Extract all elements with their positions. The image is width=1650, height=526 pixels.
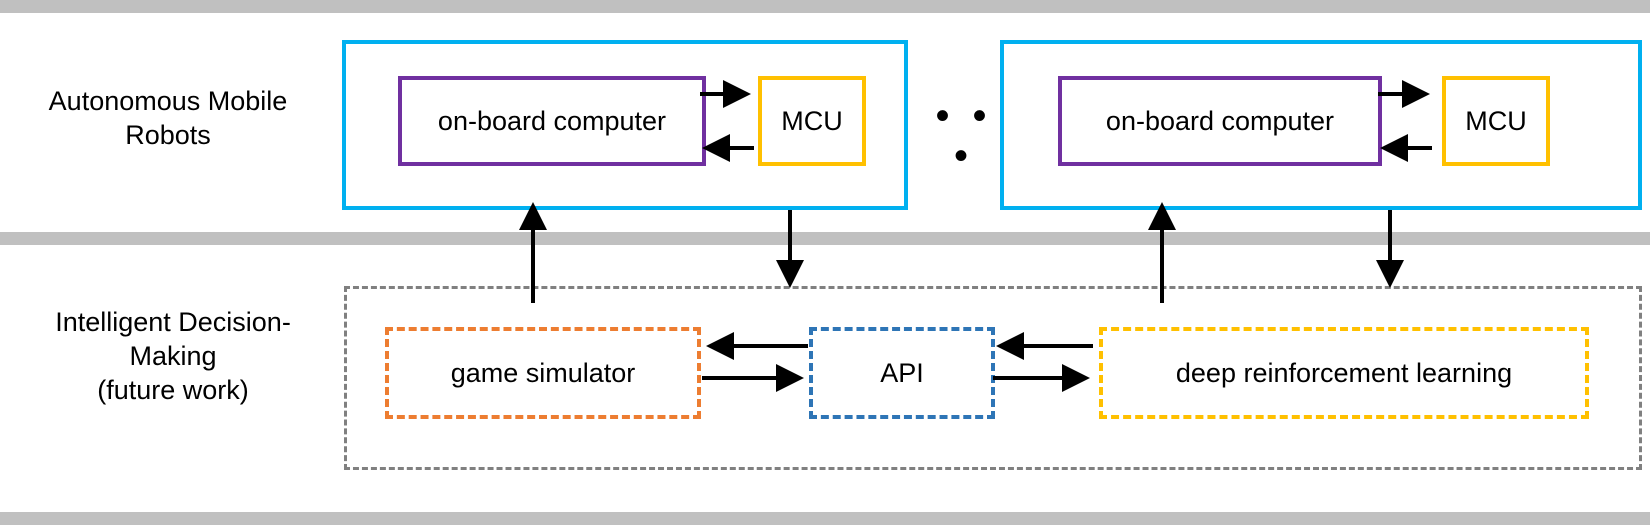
divider-band-middle bbox=[0, 232, 1650, 245]
on-board-computer-box-1[interactable]: on-board computer bbox=[398, 76, 706, 166]
row-label-autonomous-mobile-robots: Autonomous Mobile Robots bbox=[8, 84, 328, 152]
mcu-label: MCU bbox=[781, 105, 843, 136]
on-board-computer-label: on-board computer bbox=[1105, 105, 1335, 136]
divider-band-top bbox=[0, 0, 1650, 13]
robot-container-2[interactable]: on-board computer MCU bbox=[1000, 40, 1642, 210]
deep-reinforcement-learning-box[interactable]: deep reinforcement learning bbox=[1099, 327, 1589, 419]
on-board-computer-box-2[interactable]: on-board computer bbox=[1058, 76, 1382, 166]
row-label-line: Autonomous Mobile bbox=[48, 86, 288, 116]
api-box[interactable]: API bbox=[809, 327, 995, 419]
mcu-label: MCU bbox=[1465, 105, 1527, 136]
game-simulator-box[interactable]: game simulator bbox=[385, 327, 701, 419]
mcu-box-2[interactable]: MCU bbox=[1442, 76, 1550, 166]
divider-band-bottom bbox=[0, 512, 1650, 525]
deep-reinforcement-learning-label: deep reinforcement learning bbox=[1175, 357, 1513, 388]
decision-making-container[interactable]: game simulator API deep reinforcement le… bbox=[344, 286, 1642, 470]
row-label-line: Intelligent Decision- bbox=[55, 307, 291, 337]
mcu-box-1[interactable]: MCU bbox=[758, 76, 866, 166]
row-label-line: (future work) bbox=[97, 375, 249, 405]
ellipsis-more-robots: • • • bbox=[935, 94, 993, 178]
row-label-line: Making bbox=[129, 341, 217, 371]
game-simulator-label: game simulator bbox=[450, 357, 636, 388]
row-label-intelligent-decision-making: Intelligent Decision- Making (future wor… bbox=[8, 305, 338, 407]
on-board-computer-label: on-board computer bbox=[437, 105, 667, 136]
row-label-line: Robots bbox=[125, 120, 211, 150]
robot-container-1[interactable]: on-board computer MCU bbox=[342, 40, 908, 210]
api-label: API bbox=[880, 357, 924, 388]
